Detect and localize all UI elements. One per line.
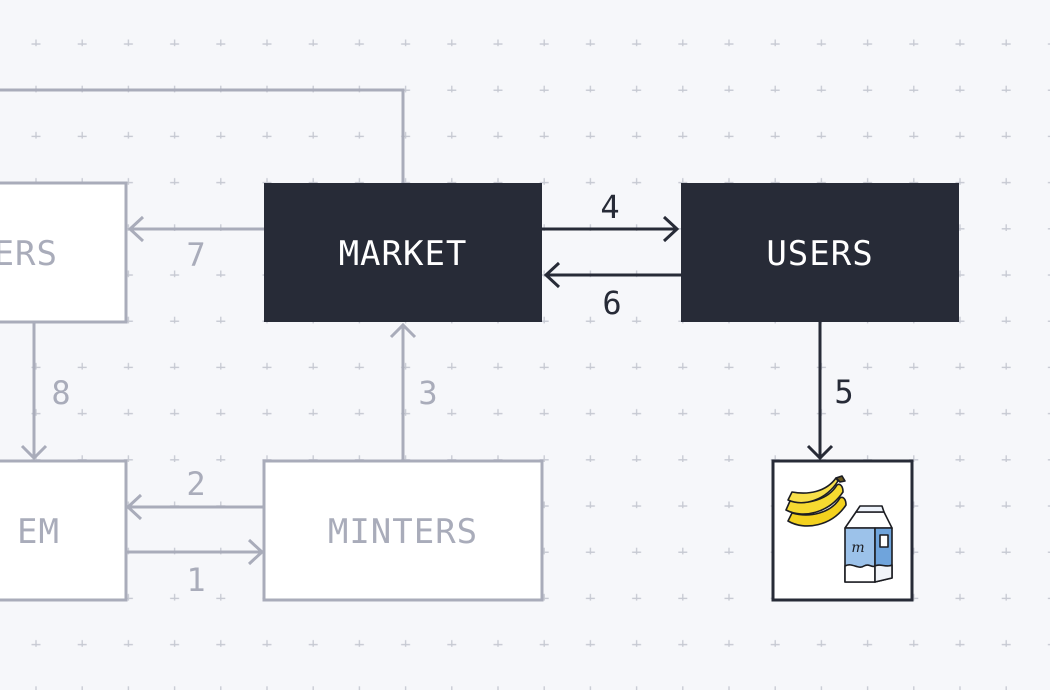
node-market: MARKET [264, 183, 542, 322]
node-users-label: USERS [766, 234, 873, 274]
milk-carton-icon: m [844, 505, 893, 583]
faded-edge-labels: 7 8 3 2 1 [51, 236, 437, 599]
arrowhead-6 [543, 261, 561, 289]
node-goods: m [771, 459, 914, 602]
node-minters-label: MINTERS [328, 512, 478, 552]
edge-label-5: 5 [834, 373, 853, 411]
edge-label-6: 6 [602, 284, 621, 322]
edge-label-7: 7 [186, 236, 205, 274]
banana-icon [785, 475, 847, 527]
edge-label-2: 2 [186, 465, 205, 503]
edge-label-8: 8 [51, 374, 70, 412]
arrowhead-1 [247, 538, 265, 566]
node-left-top: ERS [0, 181, 128, 324]
arrowhead-5 [806, 444, 834, 461]
faded-connectors [0, 88, 417, 566]
edge-label-3: 3 [418, 374, 437, 412]
node-left-bottom-label: EM [17, 512, 60, 552]
node-minters: MINTERS [262, 459, 544, 602]
node-left-top-label: ERS [0, 234, 58, 274]
milk-label: m [851, 540, 864, 556]
arrowhead-8 [20, 444, 48, 461]
arrowhead-7 [127, 215, 145, 243]
arrowhead-3 [389, 322, 417, 339]
active-edge-labels: 4 6 5 [600, 188, 853, 411]
arrowhead-4 [662, 215, 680, 243]
node-left-bottom: EM [0, 459, 128, 602]
edge-label-1: 1 [186, 561, 205, 599]
edge-label-4: 4 [600, 188, 619, 226]
node-market-label: MARKET [339, 234, 468, 274]
active-connectors [542, 215, 834, 461]
arrowhead-2 [125, 493, 143, 521]
connector-loop-top [0, 88, 405, 183]
node-users: USERS [681, 183, 959, 322]
